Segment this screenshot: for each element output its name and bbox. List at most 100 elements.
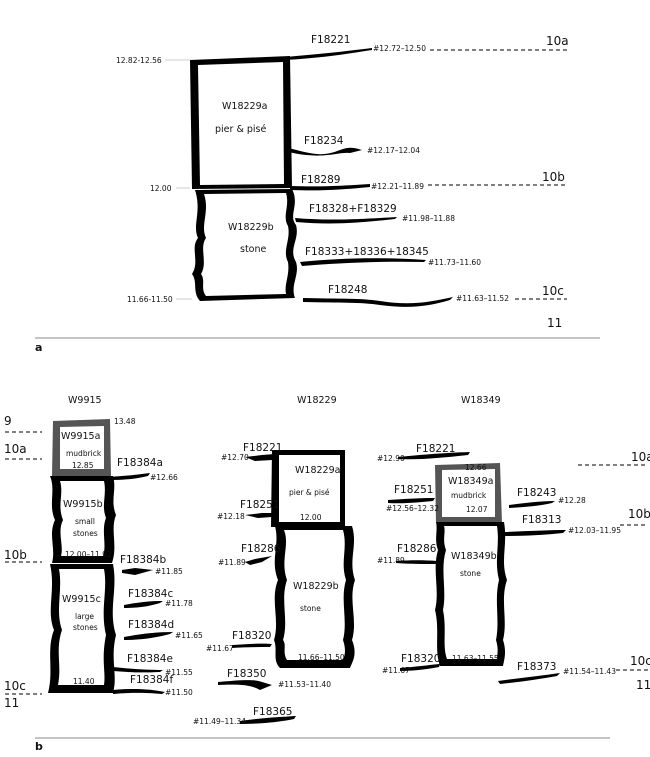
feature-elevation: #11.54–11.43 xyxy=(563,667,616,676)
level-label: 11 xyxy=(636,678,650,692)
wall-material: stone xyxy=(240,244,267,255)
wall-w18229a-outline xyxy=(190,56,292,189)
wall-material: stones xyxy=(73,623,98,632)
feature-label: F18289 xyxy=(301,174,341,186)
elevation-label: 11.40 xyxy=(73,677,95,686)
wall-w18349a-outline xyxy=(435,463,502,523)
feature-label: F18286 xyxy=(397,543,437,555)
feature-elevation: #11.67 xyxy=(206,644,234,653)
wall-material: stone xyxy=(300,604,321,613)
wall-name: W18349a xyxy=(448,476,494,487)
elevation-label: 12.66 xyxy=(465,463,487,472)
wall-material: large xyxy=(75,612,95,621)
feature-line-f18333 xyxy=(300,258,426,266)
level-label: 10a xyxy=(546,34,569,48)
feature-line-f18384e xyxy=(113,667,163,673)
elevation-label: 11.66–11.50 xyxy=(298,653,345,662)
feature-label: F18320 xyxy=(401,653,441,665)
feature-line-f18286-b xyxy=(245,556,272,565)
wall-w18229a-b-outline xyxy=(271,450,345,527)
level-label: 10a xyxy=(631,450,650,464)
panel-label: a xyxy=(35,341,43,354)
feature-line-f18384a xyxy=(108,473,150,480)
feature-label: F18328+F18329 xyxy=(309,203,397,215)
feature-line-f18320-b xyxy=(232,643,272,648)
wall-material: pier & pisé xyxy=(289,488,330,497)
feature-line-f18313 xyxy=(505,530,566,536)
wall-name: W18229b xyxy=(228,222,274,233)
feature-elevation: #11.65 xyxy=(175,631,203,640)
feature-label: F18384b xyxy=(120,554,167,566)
feature-line-f18384b xyxy=(122,568,153,575)
feature-label: F18384f xyxy=(130,674,174,686)
feature-label: F18313 xyxy=(522,514,562,526)
level-label: 11 xyxy=(547,316,563,330)
feature-label: F18384a xyxy=(117,457,163,469)
feature-line-f18384f xyxy=(113,688,165,694)
elevation-label: 12.07 xyxy=(466,505,488,514)
elevation-label: 12.00–11.92 xyxy=(65,550,112,559)
feature-label: F18221 xyxy=(243,442,283,454)
level-label: 9 xyxy=(4,414,12,428)
wall-material: small xyxy=(75,517,95,526)
wall-title: W18349 xyxy=(461,395,501,406)
feature-label: F18320 xyxy=(232,630,272,642)
level-label: 11 xyxy=(4,696,20,710)
feature-label: F18384e xyxy=(127,653,173,665)
feature-line-f18248 xyxy=(303,297,453,307)
wall-w9915c-outline xyxy=(48,564,116,693)
level-label: 10b xyxy=(4,548,27,562)
wall-title: W9915 xyxy=(68,395,102,406)
feature-label: F18251 xyxy=(394,484,434,496)
feature-elevation: #11.67 xyxy=(382,666,410,675)
level-label: 10c xyxy=(4,679,26,693)
feature-label: F18286 xyxy=(241,543,281,555)
wall-material: pier & pisé xyxy=(215,124,267,135)
level-label: 10b xyxy=(542,170,565,184)
feature-line-f18221 xyxy=(285,48,372,60)
feature-elevation: #11.78 xyxy=(165,599,193,608)
feature-label: F18251 xyxy=(240,499,280,511)
feature-elevation: #12.56–12.32 xyxy=(386,504,439,513)
feature-elevation: #12.90 xyxy=(377,454,405,463)
level-label: 10c xyxy=(542,284,564,298)
feature-label: F18221 xyxy=(311,34,351,46)
elevation-label: 11.66-11.50 xyxy=(127,295,173,304)
feature-label: F18248 xyxy=(328,284,368,296)
level-label: 10a xyxy=(4,442,27,456)
feature-line-f18365 xyxy=(240,716,296,724)
feature-elevation: #12.72–12.50 xyxy=(373,44,426,53)
feature-line-f18286-c xyxy=(396,560,437,564)
feature-elevation: #11.53–11.40 xyxy=(278,680,331,689)
feature-elevation: #12.28 xyxy=(558,496,586,505)
feature-elevation: #12.03–11.95 xyxy=(568,526,621,535)
feature-elevation: #11.63–11.52 xyxy=(456,294,509,303)
feature-line-f18234 xyxy=(288,147,362,156)
wall-material: mudbrick xyxy=(66,449,102,458)
elevation-label: 12.00 xyxy=(150,184,172,193)
elevation-label: 12.00 xyxy=(300,513,322,522)
feature-label: F18243 xyxy=(517,487,557,499)
feature-label: F18350 xyxy=(227,668,267,680)
wall-name: W18229b xyxy=(293,581,339,592)
wall-name: W9915b xyxy=(63,499,103,510)
feature-line-f18384d xyxy=(124,632,173,640)
feature-label: F18221 xyxy=(416,443,456,455)
feature-elevation: #11.89 xyxy=(218,558,246,567)
feature-line-f18320-c xyxy=(400,664,440,671)
level-label: 10c xyxy=(630,654,650,668)
feature-label: F18333+18336+18345 xyxy=(305,246,429,258)
feature-elevation: #11.89 xyxy=(377,556,405,565)
feature-elevation: #11.50 xyxy=(165,688,193,697)
elevation-label: 11.63–11.55 xyxy=(452,654,499,663)
feature-line-f18384c xyxy=(124,601,163,608)
feature-elevation: #12.70 xyxy=(221,453,249,462)
wall-material: stones xyxy=(73,529,98,538)
feature-elevation: #11.98–11.88 xyxy=(402,214,455,223)
wall-w9915b-outline xyxy=(50,476,116,563)
feature-elevation: #12.18 xyxy=(217,512,245,521)
feature-elevation: #11.73–11.60 xyxy=(428,258,481,267)
feature-line-f18251-b xyxy=(245,513,273,518)
feature-label: F18365 xyxy=(253,706,293,718)
